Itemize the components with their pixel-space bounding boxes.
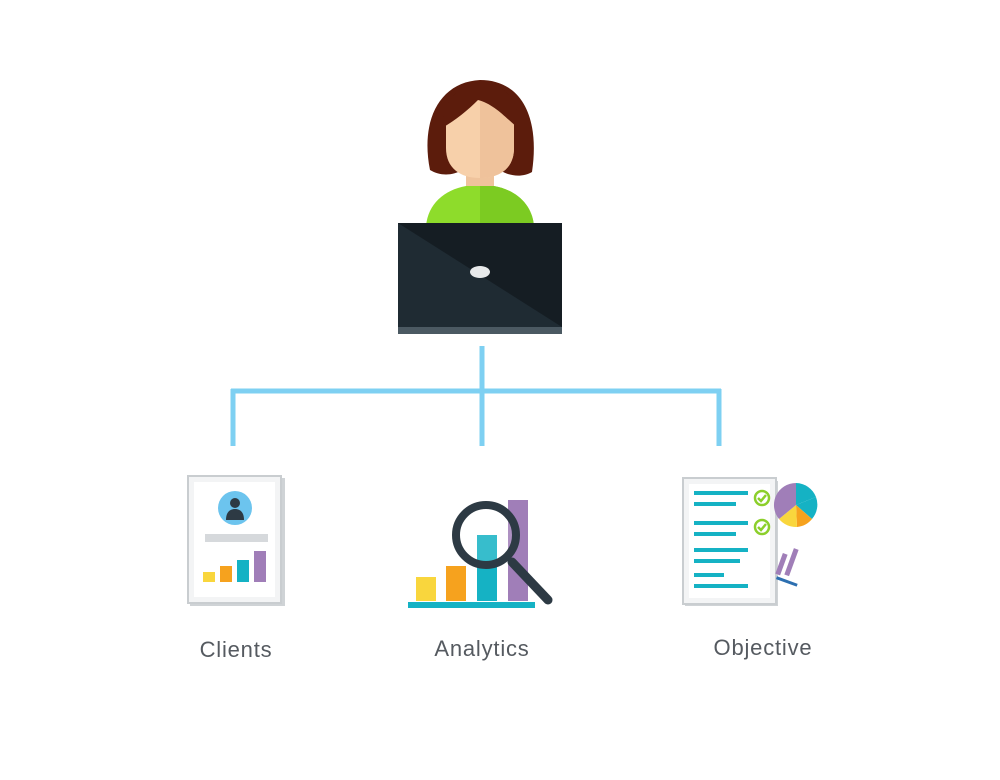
mini-bars-icon bbox=[775, 548, 799, 587]
client-bar-3 bbox=[237, 560, 249, 582]
shirt-shade bbox=[480, 186, 534, 226]
check-icon bbox=[753, 489, 771, 507]
checklist-inner bbox=[689, 484, 770, 598]
woman-at-laptop-icon bbox=[398, 80, 562, 334]
client-bar-2 bbox=[220, 566, 232, 582]
magnifier-handle bbox=[507, 557, 553, 605]
client-bar-4 bbox=[254, 551, 266, 582]
node-label-clients: Clients bbox=[199, 637, 273, 662]
laptop-logo bbox=[470, 266, 490, 278]
magnifier-lens bbox=[452, 501, 520, 569]
name-line bbox=[205, 534, 268, 542]
bar-chart-magnifier-icon bbox=[408, 500, 553, 608]
analytics-baseline bbox=[408, 602, 535, 608]
hair-bangs bbox=[442, 84, 519, 128]
avatar-head bbox=[230, 498, 240, 508]
analytics-bar-2 bbox=[446, 566, 466, 601]
laptop-base bbox=[398, 327, 562, 334]
checklist-pie-chart-icon bbox=[682, 477, 818, 606]
check-icon bbox=[753, 518, 771, 536]
analytics-bar-1 bbox=[416, 577, 436, 601]
checklist-lines bbox=[694, 491, 748, 588]
avatar-body bbox=[226, 509, 244, 520]
client-profile-report-icon bbox=[187, 475, 285, 606]
connector-lines bbox=[230, 346, 722, 446]
node-label-analytics: Analytics bbox=[434, 636, 530, 661]
node-label-objective: Objective bbox=[713, 635, 813, 660]
pie-chart-icon bbox=[773, 482, 818, 528]
client-bar-1 bbox=[203, 572, 215, 582]
